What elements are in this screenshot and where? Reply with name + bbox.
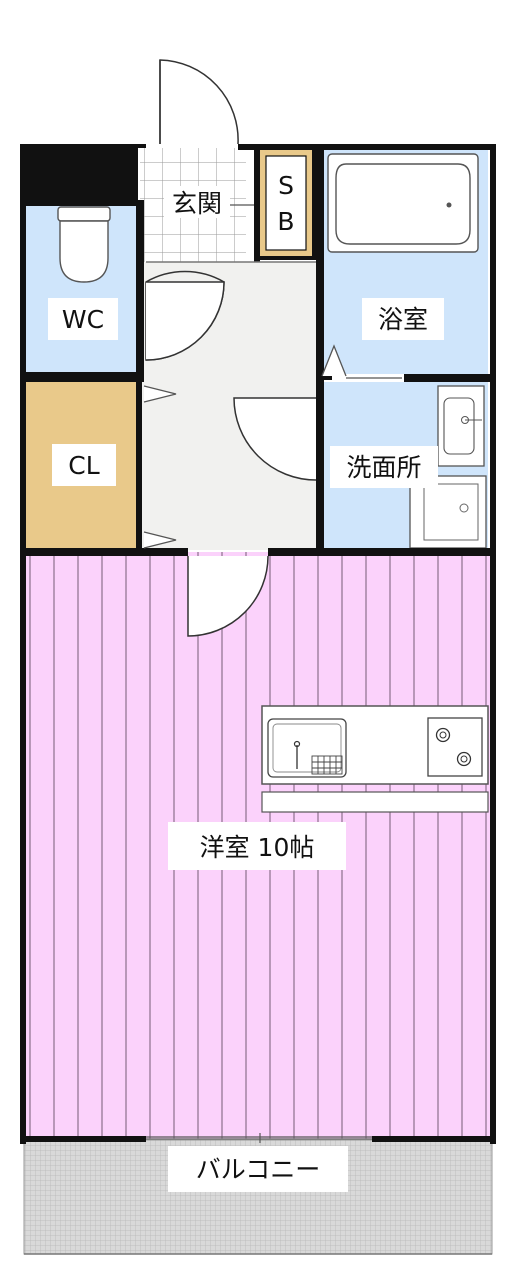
bathroom-label-bg (362, 298, 444, 340)
closet-label-bg (52, 444, 116, 486)
bathtub-icon (327, 153, 479, 253)
wc-label-bg (48, 298, 118, 340)
wc-door[interactable] (145, 270, 225, 361)
entrance-label-bg (164, 186, 230, 218)
washroom-label: 洗面所 (346, 453, 421, 482)
shoe-box-inner (265, 155, 307, 251)
entrance-label: 玄関 (172, 189, 222, 218)
balcony-label: バルコニー (196, 1155, 321, 1184)
kitchen-counter (261, 705, 489, 813)
sink-icon (267, 718, 347, 778)
bath-door[interactable] (321, 344, 402, 379)
bathroom-label: 浴室 (378, 305, 428, 334)
balcony-label-bg (168, 1146, 348, 1192)
shoe-box-label-b: B (277, 207, 294, 236)
closet-folding-doors[interactable] (143, 385, 177, 549)
entry-door[interactable] (159, 59, 239, 145)
toilet-icon (57, 206, 111, 283)
stove-icon (427, 717, 483, 777)
western-room-label-bg (168, 822, 346, 870)
walls (20, 144, 496, 1144)
washroom-label-bg (330, 446, 438, 488)
washroom-door[interactable] (233, 397, 317, 481)
balcony-window[interactable] (146, 1133, 372, 1143)
wc-label: WC (62, 305, 104, 334)
closet-label: CL (68, 451, 99, 480)
partitions (24, 261, 492, 1255)
washbasin-icon (437, 385, 485, 467)
shoe-box-label-s: S (278, 171, 294, 200)
western-room-label: 洋室 10帖 (200, 833, 315, 862)
room-door[interactable] (187, 555, 269, 637)
